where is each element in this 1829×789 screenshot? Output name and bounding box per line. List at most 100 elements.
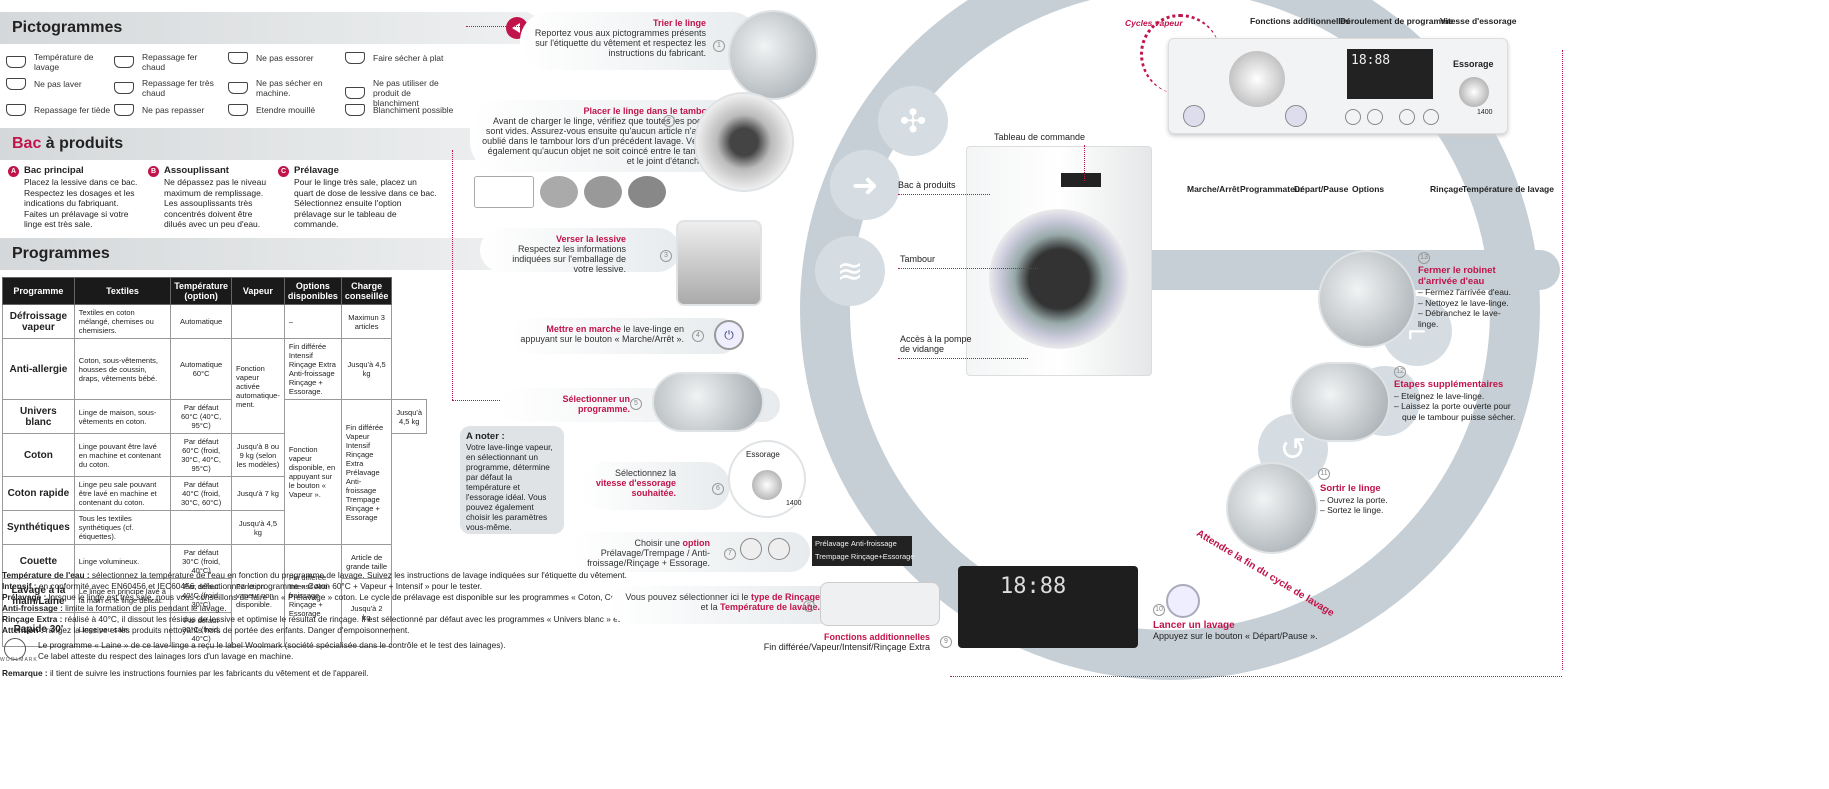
start-pause-button-icon[interactable] (1166, 584, 1200, 618)
rinse-button[interactable] (1399, 109, 1415, 125)
step5-number: 5 (630, 398, 642, 410)
rinse-temp-panel (820, 582, 940, 626)
prog-title: Programmes (12, 245, 110, 262)
table-header: Programme (2, 277, 75, 305)
table-cell: Jusqu'à 8 ou 9 kg (selon les modèles) (231, 433, 285, 477)
picto-label: Repassage fer tiède (34, 105, 111, 115)
table-cell: Jusqu'à 2 kg (340, 578, 393, 647)
bac-col-title: Assouplissant (164, 165, 229, 177)
connector (1084, 145, 1085, 181)
picto-item: Blanchiment possible (345, 104, 455, 116)
no-iron-icon (114, 104, 134, 116)
note-label: Rinçage Extra : (2, 614, 63, 624)
note-text: lorsque le linge est très sale, nous vou… (46, 592, 776, 602)
note-text: Votre lave-linge vapeur, en sélectionnan… (466, 442, 553, 532)
table-header: Vapeur (231, 277, 285, 305)
step13-title: Fermer le robinet d'arrivée d'eau (1418, 265, 1496, 287)
program-dial[interactable] (1229, 51, 1285, 107)
step8-bubble: Vous pouvez sélectionner ici le type de … (610, 586, 840, 624)
woolmark-line1: Le programme « Laine » de ce lave-linge … (38, 640, 506, 650)
iron-very-hot-icon (114, 82, 134, 94)
woolmark-line2: Ce label atteste du respect des lainages… (38, 651, 294, 661)
table-cell: Par défaut 60°C (40°C, 95°C) (170, 399, 233, 434)
notes-block: Température de l'eau : sélectionnez la t… (2, 570, 782, 636)
note-label: Anti-froissage : (2, 603, 63, 613)
option-button[interactable] (768, 538, 790, 560)
table-cell: Fonction vapeur disponible, en appuyant … (283, 399, 342, 545)
spin-dial-rpm: 1400 (786, 500, 802, 507)
connector (950, 676, 1562, 677)
step6-bubble: Sélectionnez la vitesse d'essorage souha… (580, 462, 730, 510)
step3-text: Respectez les informations indiquées sur… (512, 244, 626, 274)
bottom-control-display: 18:88 (958, 566, 1138, 648)
bac-col-title: Prélavage (294, 165, 339, 177)
step5-title: Sélectionner un programme. (562, 394, 630, 414)
option-button[interactable] (1345, 109, 1361, 125)
sort-laundry-photo (728, 10, 818, 100)
bac-header: Bac à produits (0, 128, 540, 160)
picto-item: Repassage fer très chaud (114, 78, 222, 98)
detergent-drawer-photo (676, 220, 762, 306)
power-button-icon: ⏻ (714, 320, 744, 350)
picto-item: Température de lavage (6, 52, 114, 72)
panel-rpm: 1400 (1477, 109, 1493, 116)
panel-label: Options (1352, 184, 1385, 194)
table-header: Température (option) (170, 277, 233, 305)
washer-door (989, 209, 1129, 349)
temperature-button[interactable] (1423, 109, 1439, 125)
note-line: Attention : rangez la lessive et les pro… (2, 625, 782, 636)
step8-pre: Vous pouvez sélectionner ici le (625, 592, 751, 602)
bac-col-text: Ne dépassez pas le niveau maximum de rem… (164, 177, 267, 229)
step9-number: 9 (940, 636, 952, 648)
note-label: Intensif : (2, 581, 37, 591)
dry-flat-icon (345, 52, 365, 64)
spin-knob[interactable] (752, 470, 782, 500)
note-title: A noter : (466, 431, 505, 442)
step3-bubble: Verser la lessive Respectez les informat… (480, 228, 680, 274)
iron-hot-icon (114, 56, 134, 68)
table-cell: Automatique 60°C (170, 338, 233, 400)
spin-knob-panel[interactable] (1459, 77, 1489, 107)
note-line: Intensif : en conformité avec EN60456 et… (2, 581, 782, 592)
connector (452, 150, 453, 400)
washing-machine (966, 146, 1152, 376)
picto-item: Ne pas sécher en machine. (228, 78, 336, 98)
option-button[interactable] (1367, 109, 1383, 125)
table-cell: – (283, 304, 342, 339)
extra-steps-photo (1290, 362, 1390, 442)
step8-mid: et la (700, 602, 721, 612)
table-cell: Par défaut 60°C (froid, 30°C, 40°C, 95°C… (170, 433, 233, 477)
picto-item: Etendre mouillé (228, 104, 336, 116)
start-pause-button[interactable] (1285, 105, 1307, 127)
label-tableau: Tableau de commande (994, 132, 1086, 142)
step11-title: Sortir le linge (1320, 483, 1381, 494)
bac-col-text: Placez la lessive dans ce bac. Respectez… (24, 177, 138, 229)
table-cell: Univers blanc (2, 399, 75, 434)
step1-title: Trier le linge (652, 18, 706, 28)
picto-item: Repassage fer tiède (6, 104, 114, 116)
table-cell: Jusqu'à 4,5 kg (231, 510, 285, 545)
step12-l2: – Laissez la porte ouverte pour que le t… (1394, 401, 1516, 422)
step12-l1: – Eteignez le lave-linge. (1394, 390, 1485, 401)
step7-text: Prélavage/Trempage / Anti-froissage/Rinç… (587, 548, 710, 568)
step11: Sortir le linge – Ouvrez la porte. – Sor… (1320, 483, 1388, 516)
note-line: Prélavage : lorsque le linge est très sa… (2, 592, 782, 603)
picto-item: Ne pas laver (6, 78, 114, 90)
detergent-ghost-icon: ≋ (815, 236, 885, 306)
opt-prelavage: Prélavage (815, 539, 849, 548)
bac-col-text: Pour le linge très sale, placez un quart… (294, 177, 437, 229)
drum-illustration (540, 176, 578, 208)
table-cell: Anti-allergie (2, 338, 75, 400)
pictos-header: Pictogrammes (0, 12, 540, 44)
picto-label: Ne pas essorer (256, 53, 314, 63)
step12-number: 12 (1394, 366, 1406, 378)
table-cell: Fin différée Intensif Anti-froissage Rin… (283, 544, 342, 647)
power-button[interactable] (1183, 105, 1205, 127)
option-button[interactable] (740, 538, 762, 560)
table-cell: Fin différée Intensif Rinçage Extra Anti… (283, 338, 342, 400)
